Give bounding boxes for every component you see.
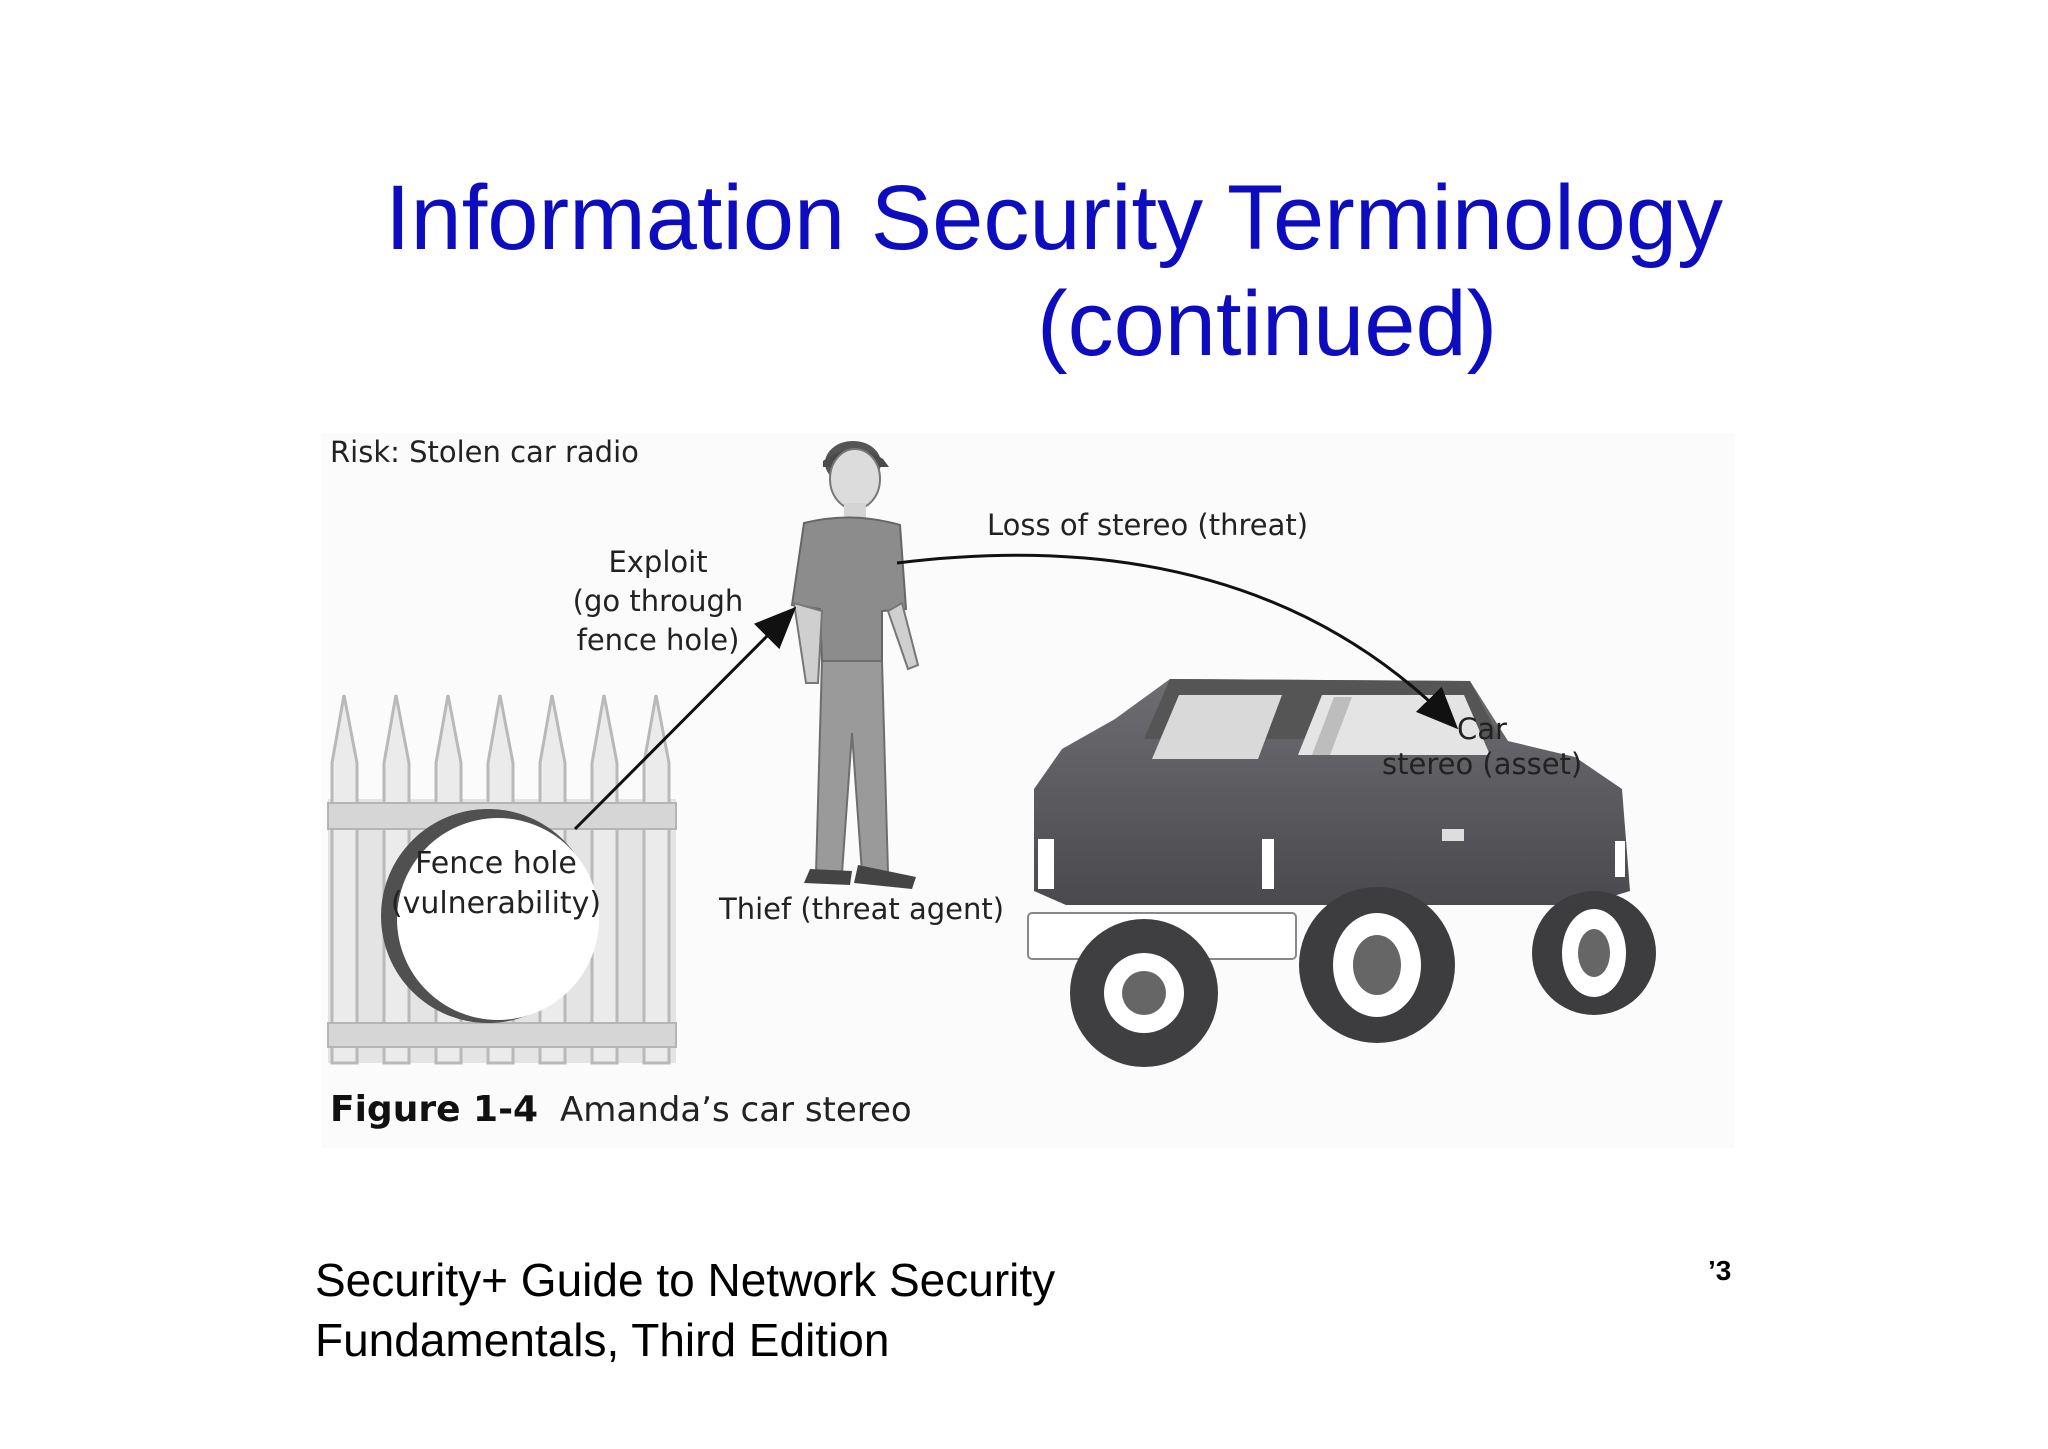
threat-label: Loss of stereo (threat) bbox=[987, 508, 1309, 542]
exploit-arrow bbox=[573, 606, 797, 831]
exploit-label-line1: Exploit bbox=[608, 545, 708, 579]
page-number: ’3 bbox=[1708, 1255, 1732, 1286]
threat-agent-label: Thief (threat agent) bbox=[719, 892, 1005, 926]
figure-caption-text: Amanda’s car stereo bbox=[560, 1090, 912, 1130]
asset-label-line2: stereo (asset) bbox=[1382, 747, 1583, 781]
thief-figure bbox=[790, 441, 920, 889]
fence-hole-graphic bbox=[381, 809, 599, 1023]
figure-illustration bbox=[327, 441, 1656, 1067]
footer-source: Security+ Guide to Network Security Fund… bbox=[315, 1250, 1055, 1370]
exploit-label-line3: fence hole) bbox=[576, 623, 740, 657]
footer-line2: Fundamentals, Third Edition bbox=[315, 1314, 890, 1366]
threat-arrow bbox=[896, 553, 1459, 730]
vulnerability-label-line2: (vulnerability) bbox=[390, 886, 602, 921]
fence-graphic bbox=[327, 694, 677, 1065]
asset-label-line1: Car bbox=[1457, 712, 1507, 746]
vulnerability-label-line1: Fence hole bbox=[415, 846, 577, 881]
exploit-label-line2: (go through bbox=[572, 584, 744, 618]
risk-label: Risk: Stolen car radio bbox=[330, 435, 639, 469]
slide-title-line2: (continued) bbox=[1037, 273, 1498, 375]
footer-line1: Security+ Guide to Network Security bbox=[315, 1254, 1056, 1306]
figure-panel: Risk: Stolen car radio Exploit (go throu… bbox=[322, 433, 1734, 1148]
car-graphic bbox=[1027, 679, 1656, 1067]
slide-title-line1: Information Security Terminology bbox=[385, 167, 1723, 269]
figure-caption-number: Figure 1-4 bbox=[330, 1089, 539, 1130]
